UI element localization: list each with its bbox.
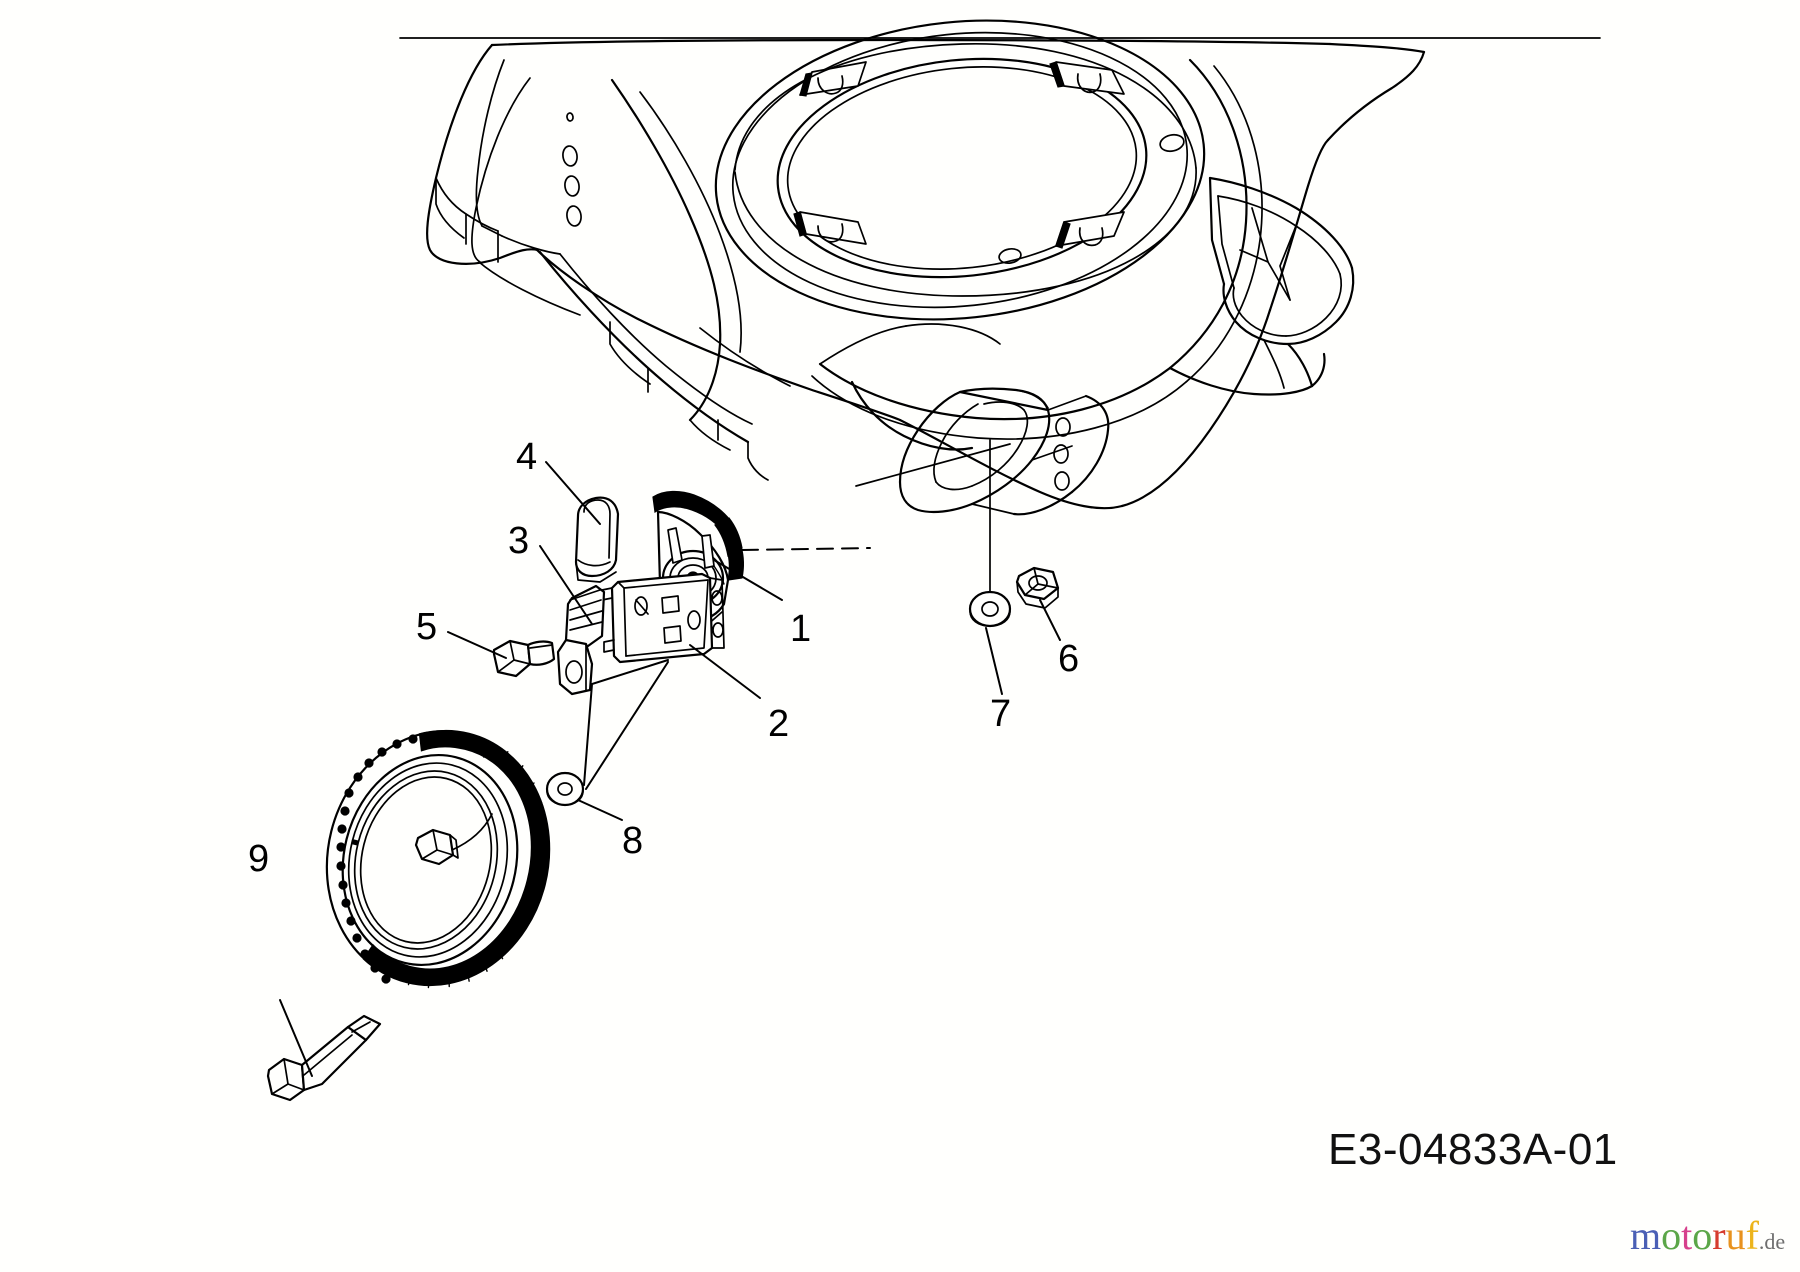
callout-label-3: 3 <box>508 520 530 562</box>
engine-mount-lug-bottom-left <box>793 211 867 245</box>
wm-tld: .de <box>1758 1229 1786 1254</box>
assembly-line-bracket-washer <box>583 659 669 786</box>
engine-mount-lug-bottom-right <box>1055 211 1125 249</box>
leader-8 <box>577 799 623 821</box>
assembly-line-ratchet <box>741 547 871 551</box>
deck-adjuster-mount-boss <box>898 387 1110 516</box>
leader-4 <box>545 461 601 525</box>
leader-1 <box>713 559 783 601</box>
callout-label-1: 1 <box>790 608 812 650</box>
wheel-gear-teeth <box>336 734 418 984</box>
watermark-motoruf: motoruf.de <box>1630 1216 1785 1256</box>
part-lever-knob-grip <box>574 496 620 583</box>
part-flat-washer-rear <box>968 590 1012 628</box>
deck-left-wheel-arch <box>850 380 974 451</box>
part-adjuster-lever-arm <box>556 584 606 696</box>
wm-letter-f: f <box>1745 1213 1759 1258</box>
assembly-connector-lines <box>583 659 669 790</box>
wheel-hub-cap <box>414 828 459 866</box>
callout-label-9: 9 <box>248 838 270 880</box>
part-drive-wheel <box>325 729 551 989</box>
wm-letter-u: u <box>1725 1213 1746 1258</box>
part-hex-shoulder-bolt <box>266 1014 382 1102</box>
leader-3 <box>539 545 593 625</box>
callout-label-8: 8 <box>622 820 644 862</box>
callout-label-6: 6 <box>1058 638 1080 680</box>
part-hex-nut <box>1015 566 1060 609</box>
wm-letter-o1: o <box>1661 1213 1682 1258</box>
leader-7 <box>985 627 1003 695</box>
diagram-code: E3-04833A-01 <box>1328 1125 1618 1174</box>
wm-letter-r: r <box>1712 1213 1726 1258</box>
wm-letter-t: t <box>1681 1213 1693 1258</box>
engine-mount-lug-top-right <box>1049 61 1125 95</box>
assembly-line-washer-to-bracket <box>585 661 669 790</box>
wm-letter-o2: o <box>1692 1213 1713 1258</box>
callout-label-2: 2 <box>768 703 790 745</box>
leader-9 <box>279 999 313 1077</box>
wm-letter-m: m <box>1630 1213 1662 1258</box>
part-adjuster-mounting-bracket <box>601 572 725 664</box>
assembly-line-deck-edge <box>855 443 1011 487</box>
callout-leaders <box>279 461 1061 1077</box>
mower-deck-housing <box>426 19 1426 627</box>
deck-discharge-housing <box>1208 176 1355 389</box>
part-shoulder-screw <box>492 639 556 678</box>
callout-label-7: 7 <box>990 693 1012 735</box>
engine-mount-lug-top-left <box>799 61 867 97</box>
leader-2 <box>689 644 761 699</box>
callout-label-5: 5 <box>416 606 438 648</box>
leader-5 <box>447 631 507 659</box>
leader-6 <box>1039 599 1061 641</box>
part-flat-washer-wheel <box>545 771 585 807</box>
deck-front-lip <box>1168 352 1326 396</box>
callout-label-4: 4 <box>516 436 538 478</box>
